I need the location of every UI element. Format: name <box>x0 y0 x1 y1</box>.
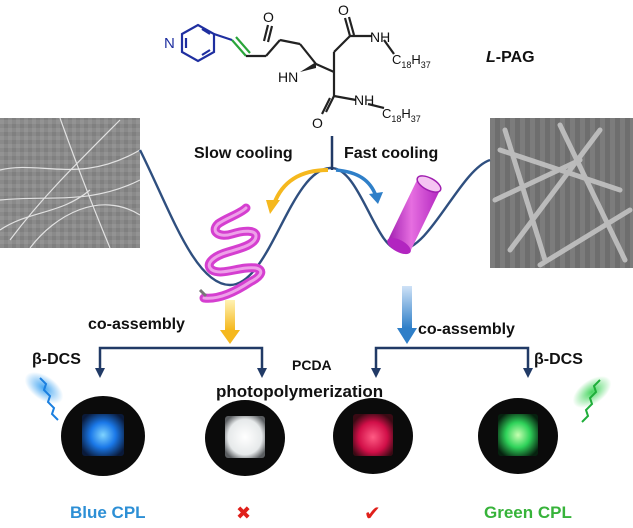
pyridine-ring <box>180 23 216 63</box>
molecule-structure: N O HN <box>164 2 535 131</box>
vial-white-gel <box>205 400 285 476</box>
fast-cooling-arrowhead <box>369 192 383 204</box>
slow-cooling-label: Slow cooling <box>194 145 293 162</box>
carbonyl-oxygen-top: O <box>263 9 274 25</box>
helix-nanostructure <box>198 203 266 303</box>
pcda-label: PCDA <box>292 357 332 373</box>
glutamide-backbone <box>299 16 395 115</box>
right-bracket-arrow-1 <box>371 368 381 378</box>
coassembly-left-label: co-assembly <box>88 316 185 333</box>
left-branch-bracket <box>98 346 264 370</box>
sem-image-left <box>0 117 141 249</box>
pyridine-nitrogen: N <box>164 35 175 52</box>
molecule-name: L-PAG <box>486 49 535 66</box>
cpl-beam-green <box>572 376 612 423</box>
carbonyl-oxygen-amide1: O <box>338 2 349 18</box>
carbonyl-oxygen-amide2: O <box>312 115 323 131</box>
nanotube-structure <box>387 175 442 255</box>
slow-cooling-arrow <box>272 168 329 205</box>
alkyl-chain-bottom: C18H37 <box>382 106 421 124</box>
slow-cooling-arrowhead <box>266 200 280 214</box>
vial-green-fluorescent <box>478 398 558 474</box>
amide-nh-middle: HN <box>278 69 298 85</box>
vial-red-gel <box>333 398 413 474</box>
right-branch-bracket <box>374 346 530 370</box>
left-down-arrow-head <box>220 330 240 344</box>
amide-nh-top: NH <box>370 29 390 45</box>
alkyl-chain-top: C18H37 <box>392 52 431 70</box>
green-cpl-label: Green CPL <box>484 503 572 522</box>
sem-image-right <box>490 118 633 268</box>
alkene-linker <box>213 24 301 58</box>
stereo-wedge <box>300 62 316 72</box>
cross-mark: ✖ <box>236 503 251 523</box>
right-down-arrow-shaft <box>402 286 412 328</box>
bdcs-right-label: β-DCS <box>534 351 583 368</box>
photopolymerization-label: photopolymerization <box>216 382 383 401</box>
fast-cooling-label: Fast cooling <box>344 145 438 162</box>
left-down-arrow-shaft <box>225 300 235 330</box>
blue-cpl-label: Blue CPL <box>70 503 146 522</box>
right-bracket-arrow-2 <box>523 368 533 378</box>
cpl-beam-blue <box>24 372 64 421</box>
left-bracket-arrow-1 <box>95 368 105 378</box>
left-bracket-arrow-2 <box>257 368 267 378</box>
fast-cooling-arrow <box>335 168 378 197</box>
check-mark: ✔ <box>364 503 381 525</box>
coassembly-right-label: co-assembly <box>418 321 515 338</box>
right-down-arrow-head <box>397 328 417 344</box>
amide-nh-bottom: NH <box>354 92 374 108</box>
bdcs-left-label: β-DCS <box>32 351 81 368</box>
vial-blue-fluorescent <box>61 396 145 476</box>
